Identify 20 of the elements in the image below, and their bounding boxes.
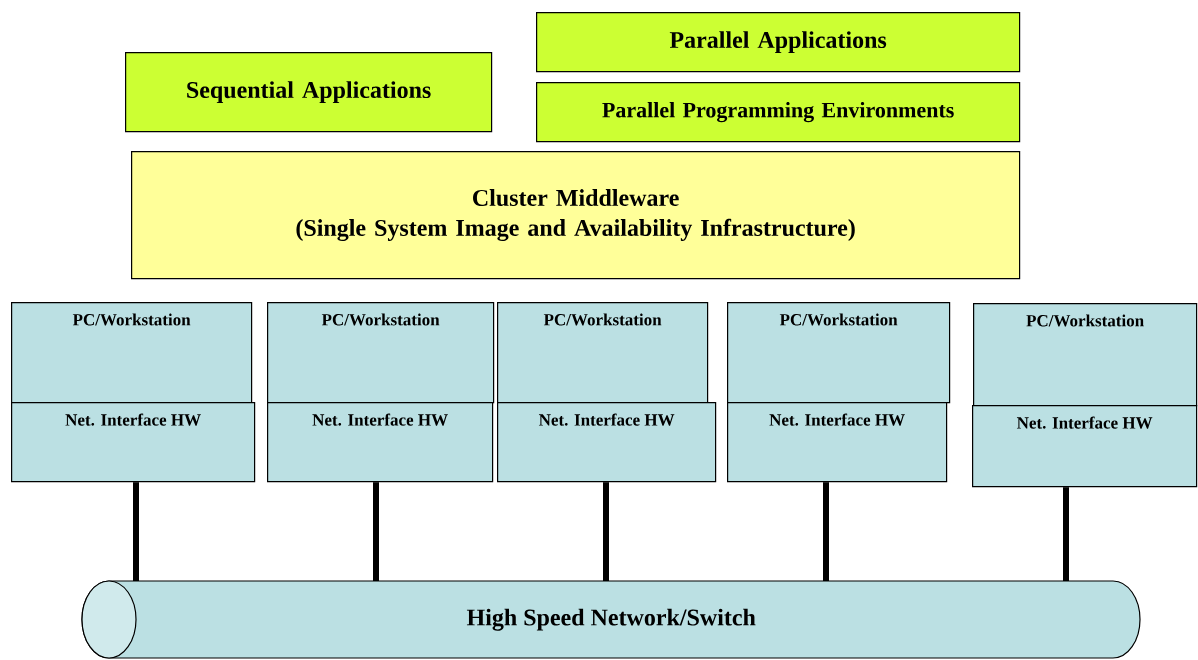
computer-box: Net. Interface HW — [972, 405, 1198, 488]
computer-box: PC/Workstation — [973, 303, 1198, 407]
network-cylinder: High Speed Network/Switch — [81, 580, 1141, 659]
computer-box: Net. Interface HW — [267, 402, 494, 483]
layer-box: Parallel Applications — [536, 12, 1021, 73]
connector-line — [823, 482, 829, 581]
connector-line — [373, 482, 379, 581]
computer-box: Net. Interface HW — [497, 402, 717, 483]
computer-box: PC/Workstation — [497, 302, 709, 404]
computer-box: Net. Interface HW — [11, 402, 256, 483]
computer-box: PC/Workstation — [11, 302, 253, 404]
connector-line — [1063, 487, 1069, 581]
computer-box: PC/Workstation — [727, 302, 951, 404]
layer-box: Parallel Programming Environments — [536, 82, 1021, 143]
connector-line — [133, 482, 139, 581]
computer-box: PC/Workstation — [267, 302, 495, 404]
middleware-box: Cluster Middleware (Single System Image and Availability Infrastructure) — [131, 151, 1021, 280]
layer-box: Sequential Applications — [125, 52, 493, 133]
connector-line — [603, 482, 609, 581]
computer-box: Net. Interface HW — [727, 402, 948, 483]
